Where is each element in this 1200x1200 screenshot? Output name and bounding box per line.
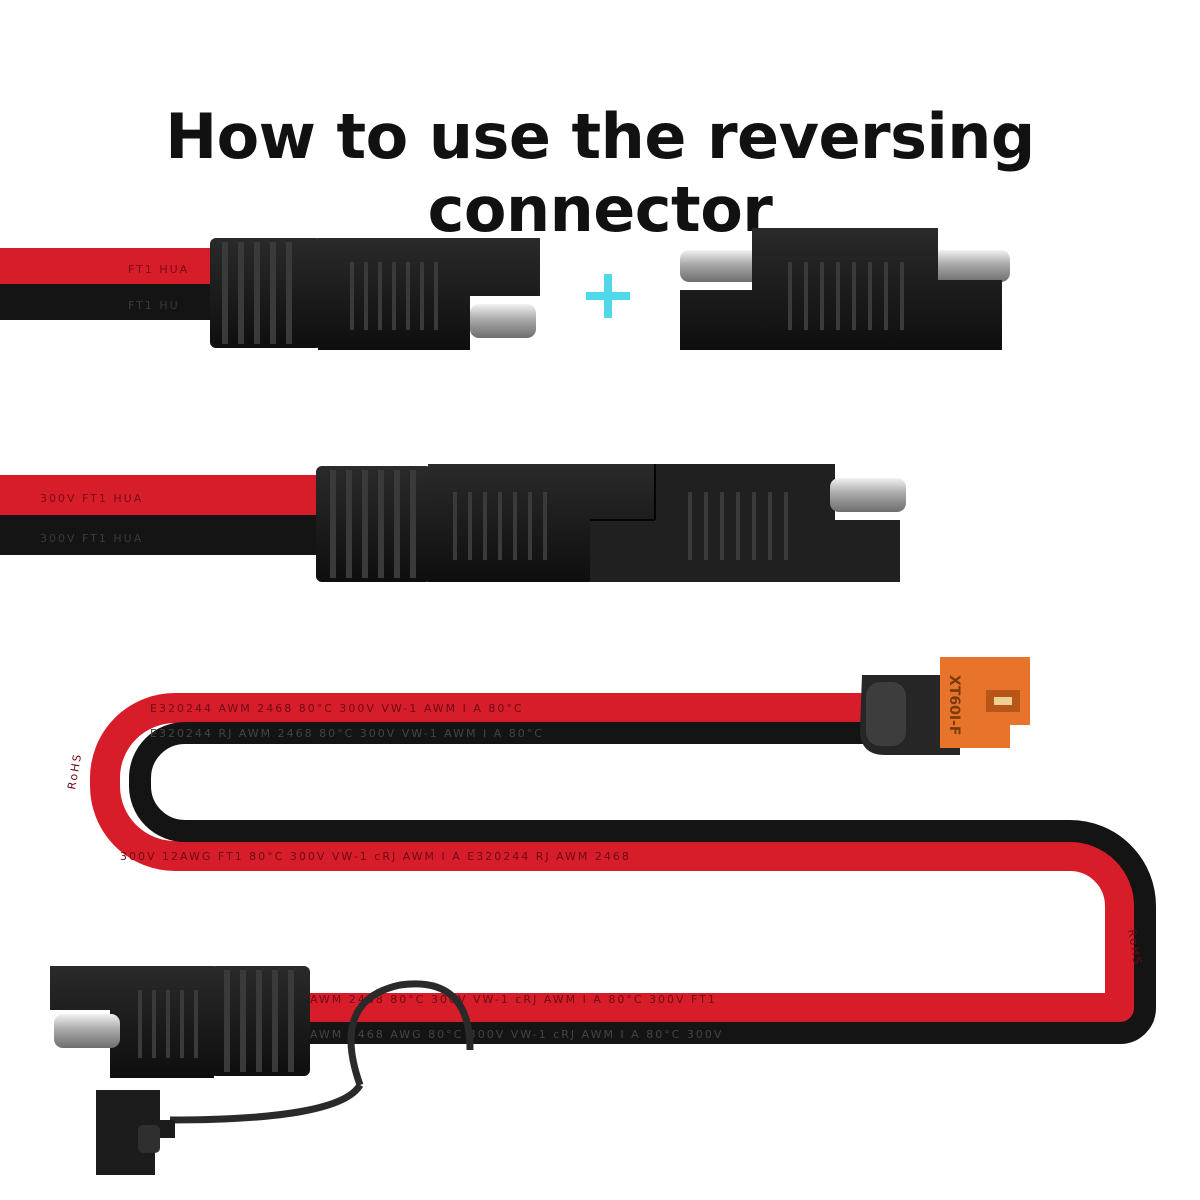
wire-print-red: FT1 HUA xyxy=(128,263,189,276)
sae-cable-end-top: FT1 HUA FT1 HU xyxy=(0,238,540,350)
reversing-adapter xyxy=(680,228,1010,350)
black-wire xyxy=(0,515,325,555)
xt60-housing xyxy=(940,657,1030,748)
wire-print-black: FT1 HU xyxy=(128,299,180,312)
wire-print-red: RoHS xyxy=(1125,928,1144,967)
wire-print-black: E320244 RJ AWM 2468 80°C 300V VW-1 AWM I… xyxy=(150,727,544,740)
metal-pin xyxy=(830,478,906,512)
black-wire xyxy=(129,722,1156,1008)
dust-cap xyxy=(96,1090,175,1175)
adapter-pin-left xyxy=(680,250,760,282)
sae-housing xyxy=(50,966,214,1078)
wire-print-red: 300V FT1 HUA xyxy=(40,492,143,505)
adapter-housing xyxy=(680,228,1002,350)
adapter-pin-right xyxy=(930,250,1010,282)
wire-print-red: 300V 12AWG FT1 80°C 300V VW-1 cRJ AWM I … xyxy=(120,850,631,863)
red-wire xyxy=(90,693,1135,1023)
sae-cable-end-bottom xyxy=(50,966,474,1175)
metal-pin xyxy=(470,304,536,338)
wire-print-black: AWM 2468 AWG 80°C 300V VW-1 cRJ AWM I A … xyxy=(310,1028,723,1041)
red-wire xyxy=(0,248,215,284)
sae-housing xyxy=(318,238,540,350)
sae-cable-combined: 300V FT1 HUA 300V FT1 HUA xyxy=(0,464,906,582)
black-wire xyxy=(0,284,215,320)
wire-print-red: E320244 AWM 2468 80°C 300V VW-1 AWM I A … xyxy=(150,702,524,715)
wire-print-black: 300V FT1 HUA xyxy=(40,532,143,545)
page-title: How to use the reversing connector xyxy=(165,100,1035,246)
wire-print-red: AWM 2468 80°C 300V VW-1 cRJ AWM I A 80°C… xyxy=(310,993,717,1006)
xt60-connector: XT60I-F xyxy=(860,657,1030,755)
wire-print-red: RoHS xyxy=(65,752,84,791)
xt60-label: XT60I-F xyxy=(946,675,962,735)
strain-relief xyxy=(316,466,432,582)
red-wire xyxy=(0,475,325,515)
metal-pin xyxy=(54,1014,120,1048)
adapter-housing xyxy=(590,464,900,582)
xt60-to-sae-cable: E320244 AWM 2468 80°C 300V VW-1 AWM I A … xyxy=(50,657,1156,1175)
plus-icon xyxy=(586,274,630,318)
dust-cap-tether xyxy=(347,980,474,1087)
